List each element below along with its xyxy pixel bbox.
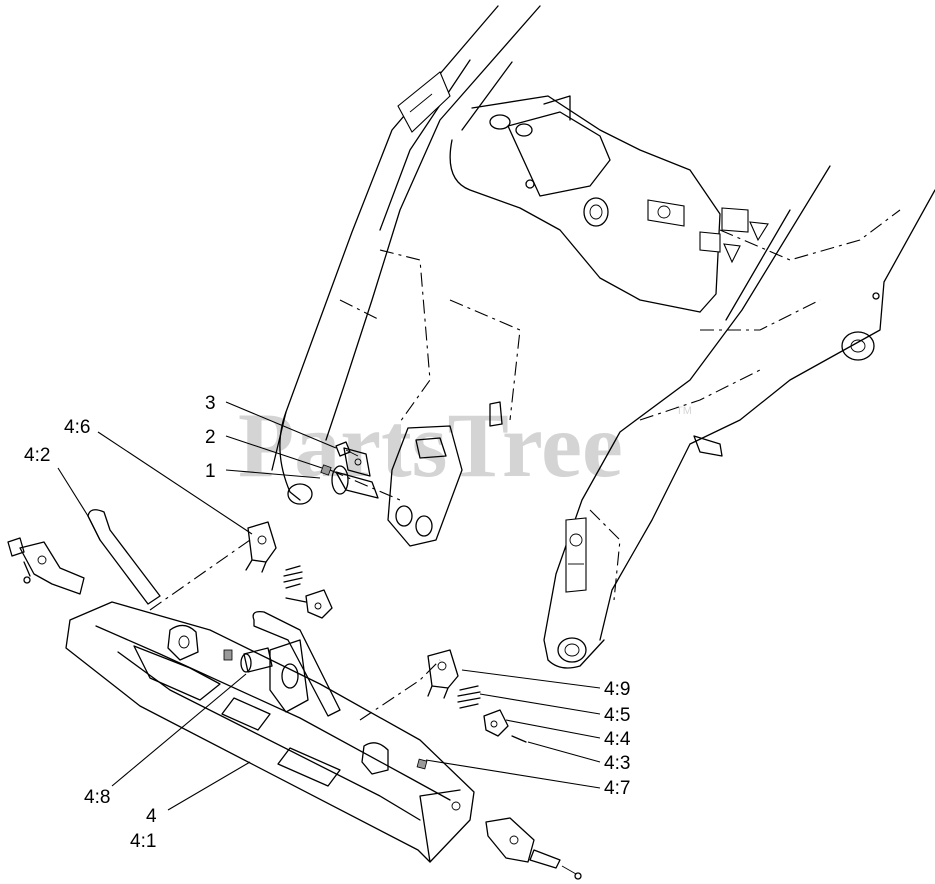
callout-labels: 3 2 1 4:6 4:2 4:9 4:5 4:4 4:3 4:7 4:8 4 … — [24, 393, 631, 852]
handle-tube — [87, 509, 161, 605]
watermark-text: PartsTree — [238, 394, 623, 496]
bushing — [240, 647, 273, 673]
latch-lever-lower — [483, 709, 509, 737]
callout-4: 4 — [146, 806, 157, 827]
callout-4-1: 4:1 — [130, 831, 156, 852]
callout-4-4: 4:4 — [604, 729, 631, 750]
watermark: PartsTree TM — [238, 394, 692, 496]
roll-pin — [511, 735, 527, 743]
hidden-lines — [149, 209, 901, 721]
callout-3: 3 — [205, 393, 216, 414]
callout-4-2: 4:2 — [24, 445, 50, 466]
cylinder-fitting-left — [7, 537, 85, 595]
watermark-trademark: TM — [676, 405, 692, 417]
latch-bracket-lower — [427, 649, 459, 699]
callout-1: 1 — [205, 461, 216, 482]
spring-upper — [283, 565, 303, 589]
callout-4-6: 4:6 — [64, 417, 90, 438]
safety-decals — [397, 71, 769, 593]
callout-4-7: 4:7 — [604, 778, 630, 799]
grease-fitting-frame — [223, 649, 428, 770]
loader-arm-frame — [271, 5, 935, 669]
callout-2: 2 — [205, 427, 216, 448]
callout-4-9: 4:9 — [604, 679, 630, 700]
pivot-pin — [331, 447, 379, 499]
leader-lines — [57, 401, 601, 811]
callout-4-8: 4:8 — [84, 787, 110, 808]
spring-lower — [457, 685, 481, 709]
cylinder-fitting-right — [485, 817, 582, 880]
latch-lever-upper — [285, 589, 333, 619]
grease-fitting — [320, 464, 332, 476]
hex-bolt — [335, 441, 359, 457]
latch-bracket-upper — [245, 521, 277, 573]
callout-4-5: 4:5 — [604, 705, 630, 726]
callout-4-3: 4:3 — [604, 753, 630, 774]
attach-frame — [65, 601, 475, 863]
